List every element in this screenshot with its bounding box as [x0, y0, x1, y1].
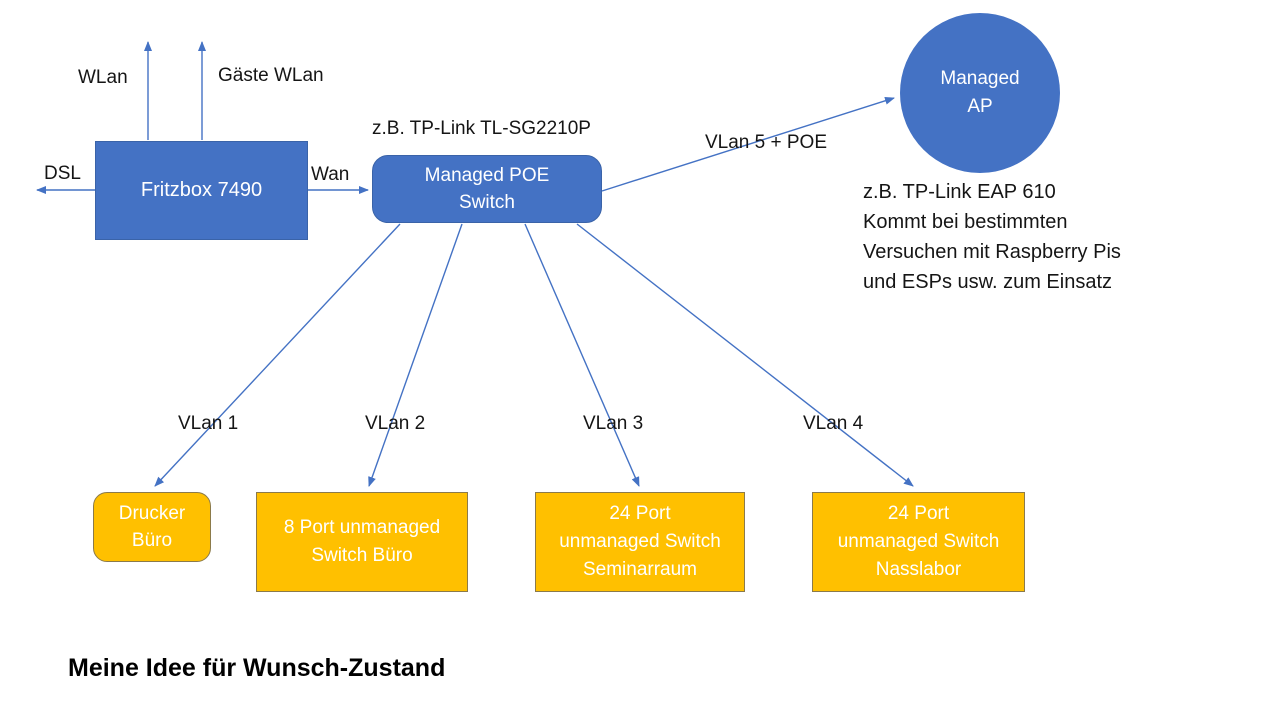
drucker-buero-node: Drucker Büro [93, 492, 211, 562]
switch-24port-nasslabor-node: 24 Port unmanaged Switch Nasslabor [812, 492, 1025, 592]
managed-ap-node: Managed AP [900, 13, 1060, 173]
wan-label: Wan [311, 164, 350, 185]
switch-model-label: z.B. TP-Link TL-SG2210P [372, 118, 591, 139]
fritzbox-node: Fritzbox 7490 [95, 141, 308, 240]
vlan4-connector [576, 223, 914, 487]
wlan-label: WLan [78, 67, 128, 88]
vlan1-connector [154, 223, 401, 487]
vlan2-label: VLan 2 [365, 413, 426, 434]
vlan2-connector [368, 223, 463, 487]
poe-switch-node: Managed POE Switch [372, 155, 602, 223]
dsl-label: DSL [44, 163, 81, 184]
switch-8port-buero-node: 8 Port unmanaged Switch Büro [256, 492, 468, 592]
vlan5-poe-connector [601, 96, 895, 192]
vlan4-label: VLan 4 [803, 413, 864, 434]
vlan5-poe-label: VLan 5 + POE [705, 132, 827, 153]
vlan3-label: VLan 3 [583, 413, 644, 434]
gaeste-wlan-label: Gäste WLan [218, 65, 324, 86]
ap-note-text: z.B. TP-Link EAP 610 Kommt bei bestimmte… [863, 181, 1121, 293]
page-title: Meine Idee für Wunsch-Zustand [68, 654, 446, 682]
vlan3-connector [524, 223, 640, 487]
vlan1-label: VLan 1 [178, 413, 239, 434]
switch-24port-seminarraum-node: 24 Port unmanaged Switch Seminarraum [535, 492, 745, 592]
